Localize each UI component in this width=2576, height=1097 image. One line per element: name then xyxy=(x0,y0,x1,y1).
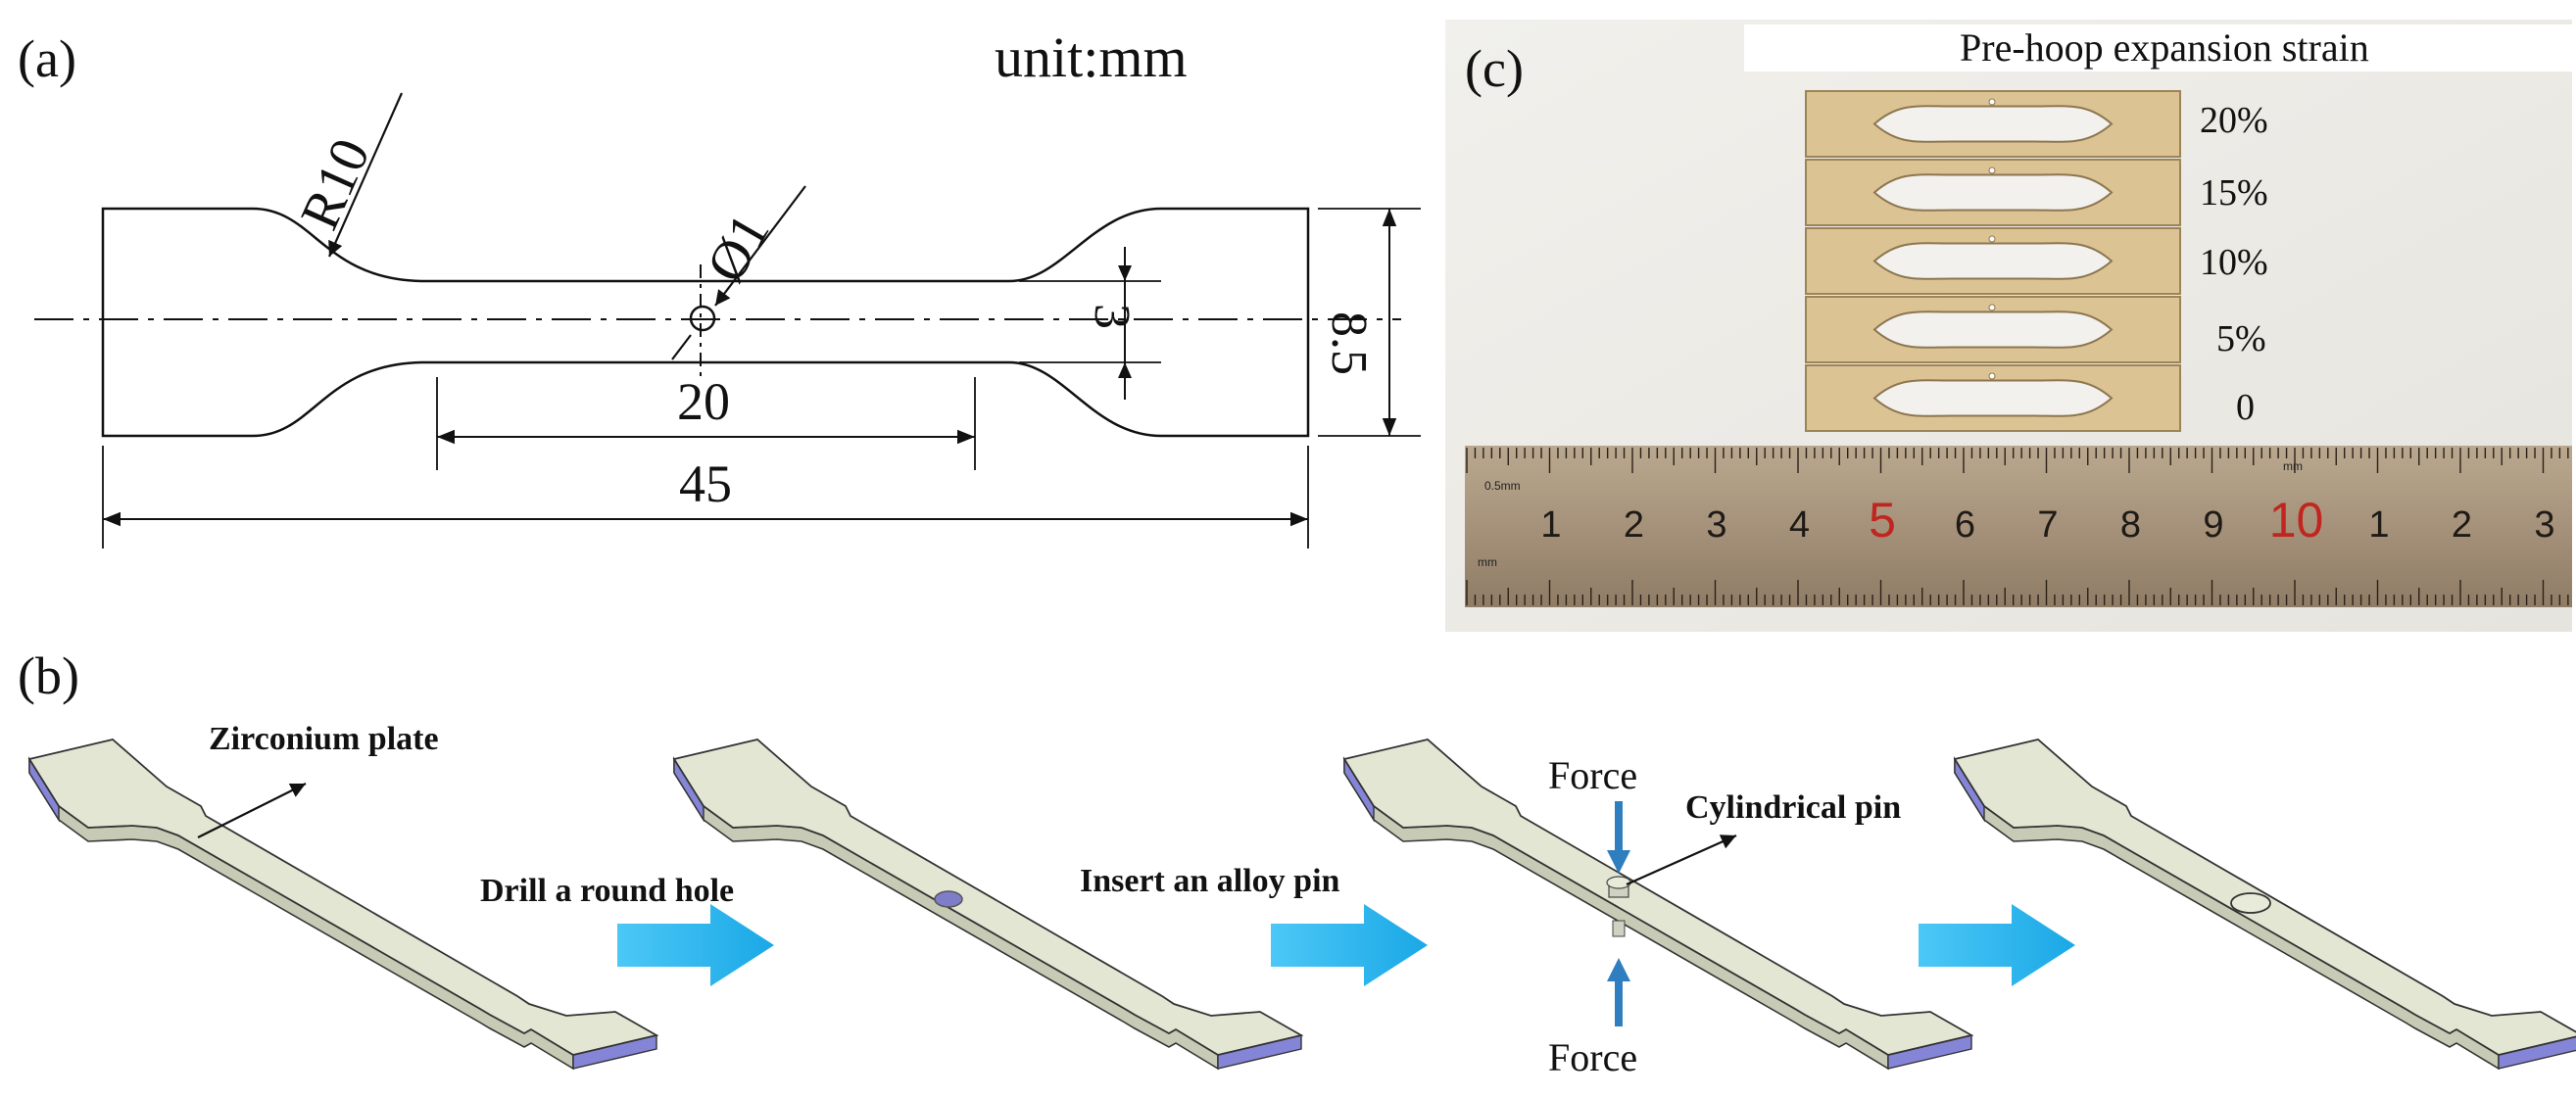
specimen-hole-3 xyxy=(1988,304,1996,311)
diameter-leader xyxy=(714,185,806,307)
cylindrical-pin-label: Cylindrical pin xyxy=(1685,789,1901,826)
dogbone-outline xyxy=(101,207,1310,438)
strain-label-4: 0 xyxy=(2236,387,2255,428)
ruler-number-12: 3 xyxy=(2534,504,2554,546)
ruler-number-10: 1 xyxy=(2368,504,2389,546)
flattened-pin xyxy=(2230,892,2271,914)
cylindrical-pin xyxy=(1606,876,1631,937)
header-box xyxy=(1744,24,2572,72)
ruler-small-bottom: mm xyxy=(1478,555,1497,569)
gauge-dim-arrow-bottom xyxy=(1118,362,1132,378)
process-arrows xyxy=(617,904,2075,986)
ruler-ticks xyxy=(1466,448,2569,605)
ruler-number-0: 1 xyxy=(1540,504,1561,546)
specimen-stack xyxy=(1805,90,2181,432)
gauge-length-label: 20 xyxy=(677,372,730,431)
zirconium-plate-label: Zirconium plate xyxy=(209,721,439,757)
ruler-number-3: 4 xyxy=(1789,504,1810,546)
strain-label-2: 10% xyxy=(2200,242,2268,283)
ruler-numbers: 1 2 3 4 5 6 7 8 9 10 1 2 3 xyxy=(1540,493,2554,548)
ruler xyxy=(1465,446,2572,607)
panel-c-label: (c) xyxy=(1465,39,1524,98)
specimen-cutout-4 xyxy=(1872,379,2114,417)
ruler-number-11: 2 xyxy=(2452,504,2472,546)
ruler-mm-right: mm xyxy=(2283,459,2303,473)
ruler-small-top: 0.5mm xyxy=(1484,479,1521,493)
ruler-number-8: 9 xyxy=(2203,504,2223,546)
ruler-number-1: 2 xyxy=(1624,504,1644,546)
strain-label-0: 20% xyxy=(2200,100,2268,141)
strain-label-1: 15% xyxy=(2200,172,2268,214)
gauge-dim-arrow-top xyxy=(1118,265,1132,281)
panel-b: (b) Zirconium plate Drill a round hole I… xyxy=(18,646,2576,1079)
specimen-cutout-3 xyxy=(1872,310,2114,349)
plate-1 xyxy=(27,739,659,1071)
specimen-hole-0 xyxy=(1988,98,1996,106)
ruler-number-5: 6 xyxy=(1955,504,1975,546)
plate-3 xyxy=(1342,739,1974,1071)
panel-a-label: (a) xyxy=(18,29,76,88)
process-arrow-2 xyxy=(1271,904,1428,986)
pin-leader xyxy=(1626,834,1737,886)
step-insert-label: Insert an alloy pin xyxy=(1080,863,1340,899)
ruler-number-7: 8 xyxy=(2120,504,2141,546)
plate-top-face xyxy=(1342,739,1974,1056)
force-top-label: Force xyxy=(1548,753,1637,797)
specimen-cutout-0 xyxy=(1872,105,2114,143)
diameter-label: Ø1 xyxy=(696,204,782,292)
ruler-number-6: 7 xyxy=(2037,504,2058,546)
drilled-hole xyxy=(934,890,963,908)
panel-c: Pre-hoop expansion strain (c) 20% 15% 10… xyxy=(1445,20,2572,632)
total-length-label: 45 xyxy=(679,454,732,513)
force-arrow-down xyxy=(1607,801,1630,874)
strain-label-3: 5% xyxy=(2216,318,2266,359)
ruler-number-2: 3 xyxy=(1706,504,1726,546)
ruler-number-9: 10 xyxy=(2269,493,2324,548)
specimen-cutout-1 xyxy=(1872,173,2114,212)
gauge-width-label: 3 xyxy=(1084,304,1140,329)
process-arrow-3 xyxy=(1919,904,2075,986)
r10-leader xyxy=(327,92,404,258)
r10-label: R10 xyxy=(289,130,382,239)
unit-label: unit:mm xyxy=(995,25,1188,89)
plate-top-face xyxy=(27,739,659,1056)
strain-header: Pre-hoop expansion strain xyxy=(1960,25,2369,70)
ruler-number-4: 5 xyxy=(1869,493,1896,548)
force-bottom-label: Force xyxy=(1548,1035,1637,1079)
panel-b-label: (b) xyxy=(18,646,79,705)
specimen-cutout-2 xyxy=(1872,242,2114,280)
diameter-leader-tail xyxy=(671,334,692,360)
hole-circle xyxy=(689,305,716,332)
grip-width-label: 8.5 xyxy=(1321,311,1377,375)
process-arrow-1 xyxy=(617,904,774,986)
specimen-hole-1 xyxy=(1988,167,1996,174)
specimen-hole-4 xyxy=(1988,372,1996,380)
zirconium-leader xyxy=(197,783,307,838)
plate-top-face xyxy=(672,739,1304,1056)
plate-2 xyxy=(672,739,1304,1071)
specimen-hole-2 xyxy=(1988,235,1996,243)
panel-a: (a) unit:mm R10 Ø1 3 8.5 20 xyxy=(18,25,1421,548)
step-drill-label: Drill a round hole xyxy=(480,873,734,909)
force-arrow-up xyxy=(1607,958,1630,1026)
